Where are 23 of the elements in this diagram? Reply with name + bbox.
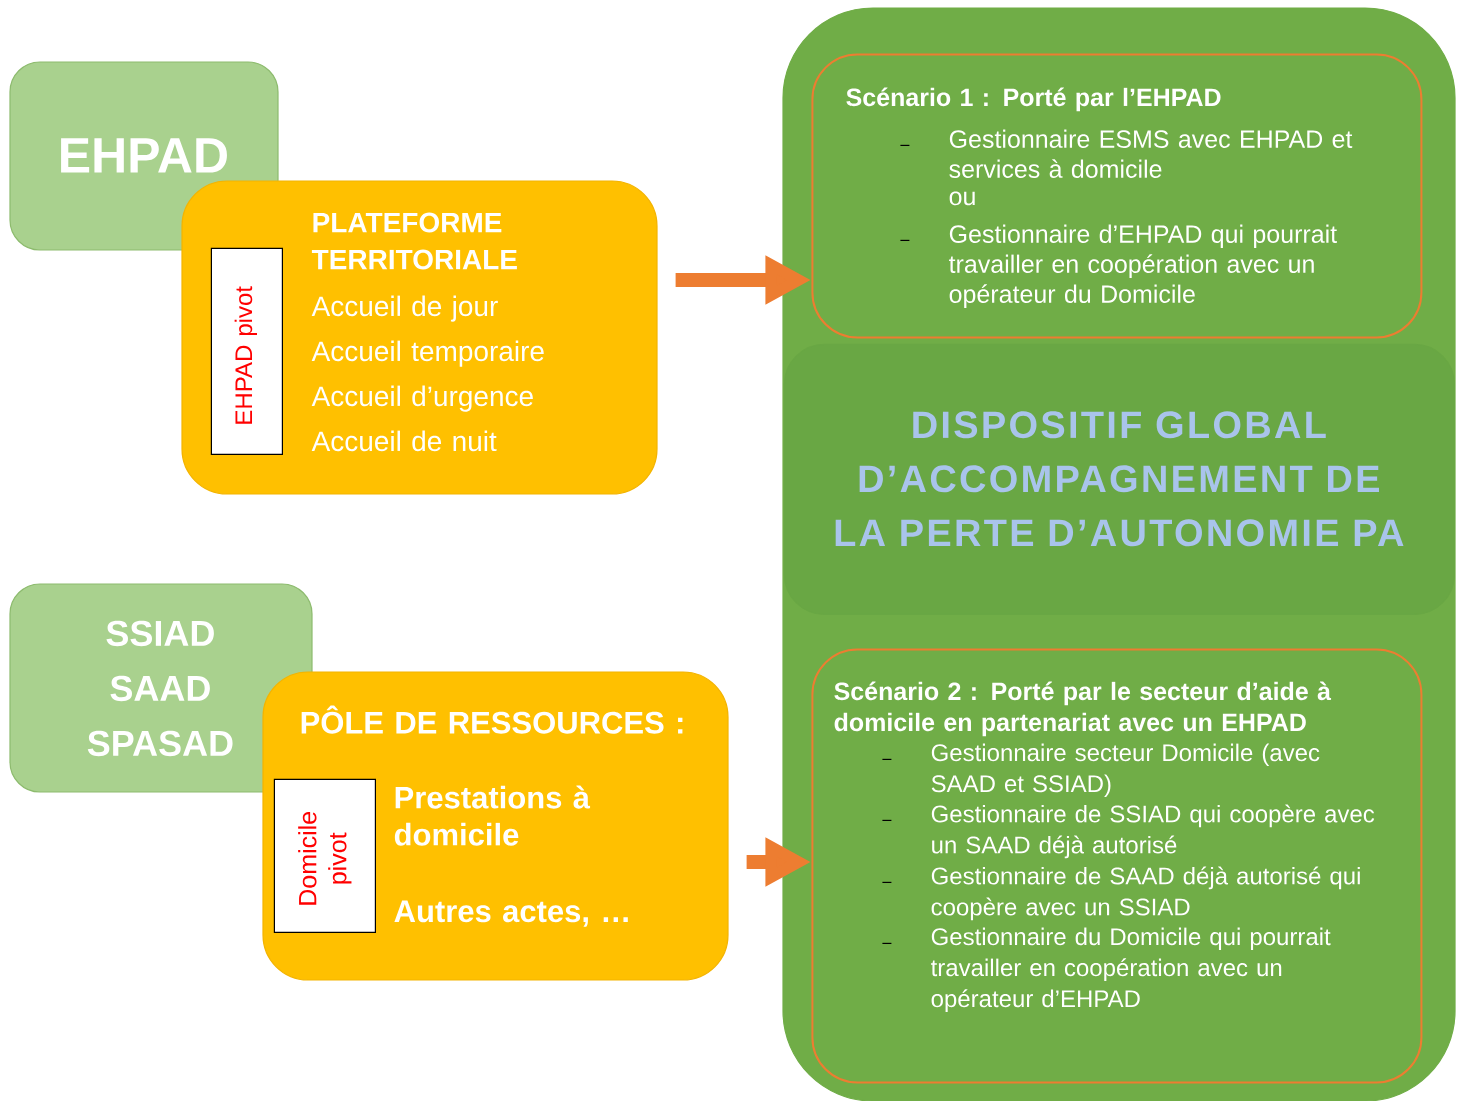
category-label: EHPAD [61,138,227,173]
list-item: Gestionnaire du Domicile qui pourrait travailler en coopération avec un opérateur d’EHPAD [930,927,1331,1012]
heading: Scénario 2 : Porté par le secteur d’aide à domicile en partenariat avec un EHPAD [834,681,1332,737]
category-label: SPASAD [87,730,233,757]
list-item: Autres actes, … [394,900,628,927]
heading: PLATEFORME TERRITORIALE [311,212,517,270]
list-item: Gestionnaire de SAAD déjà autorisé qui coopère avec un SSIAD [931,866,1360,921]
list-item: Accueil d’urgence [311,385,533,412]
list-item: ou [949,191,975,206]
vertical-label: EHPAD pivot [234,286,257,424]
list-item: Accueil de jour [311,295,498,322]
list-item: Gestionnaire d’EHPAD qui pourrait travailler en coopération avec un opérateur du Domicile [949,224,1337,308]
category-label: SSIAD [106,620,214,647]
title: DISPOSITIF GLOBAL D’ACCOMPAGNEMENT DE LA PERTE D’AUTONOMIE PA [835,411,1404,547]
list-item: Prestations à domicile [394,785,591,846]
list-item: Gestionnaire secteur Domicile (avec SAAD et SSIAD) [931,743,1320,797]
category-label: SAAD [110,675,210,702]
heading: PÔLE DE RESSOURCES : [301,705,683,734]
list-item: Gestionnaire de SSIAD qui coopère avec un SAAD déjà autorisé [931,804,1375,859]
vertical-label: Domicile pivot [298,812,352,905]
list-item: Accueil de nuit [311,430,497,452]
list-item: Accueil temporaire [311,340,544,367]
heading: Scénario 1 : Porté par l’EHPAD [846,87,1221,112]
